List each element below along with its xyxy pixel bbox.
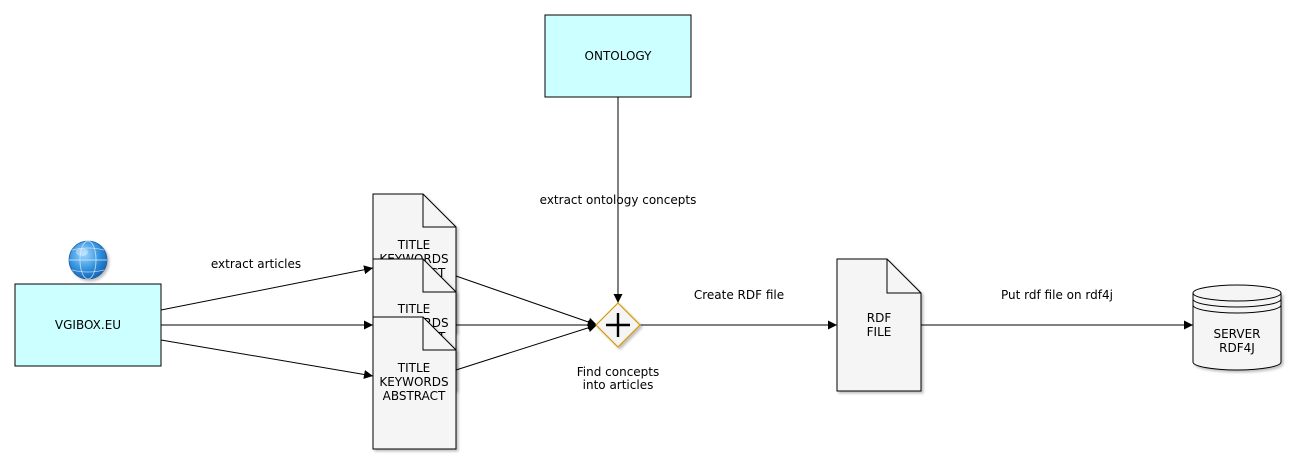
server-line-2: RDF4J <box>1219 341 1255 355</box>
vgibox-label: VGIBOX.EU <box>55 318 121 332</box>
edge-vgibox-to-doc1 <box>160 265 374 311</box>
globe-icon <box>68 240 108 280</box>
edge-doc3-to-gateway <box>455 323 598 371</box>
rdf-line-2: FILE <box>867 325 892 339</box>
vgibox-node: VGIBOX.EU <box>14 283 162 367</box>
label-extract-articles: extract articles <box>211 257 301 271</box>
label-put-rdf: Put rdf file on rdf4j <box>1001 288 1113 302</box>
edges <box>160 97 1193 379</box>
label-extract-ontology: extract ontology concepts <box>540 193 697 207</box>
edge-doc1-to-gateway <box>455 275 598 327</box>
doc3-line-title: TITLE <box>397 361 430 375</box>
ontology-label: ONTOLOGY <box>585 49 653 63</box>
rdf-file-node: RDF FILE <box>836 258 922 392</box>
doc3-line-abstract: ABSTRACT <box>383 389 446 403</box>
doc2-line-title: TITLE <box>397 302 430 316</box>
edge-vgibox-to-doc3 <box>160 339 374 379</box>
server-line-1: SERVER <box>1213 327 1260 341</box>
ontology-node: ONTOLOGY <box>544 14 692 98</box>
label-find-concepts-1: Find concepts <box>577 365 660 379</box>
doc3-line-keywords: KEYWORDS <box>379 375 448 389</box>
label-find-concepts-2: into articles <box>583 378 654 392</box>
doc1-line-title: TITLE <box>397 238 430 252</box>
document-node-3: TITLE KEYWORDS ABSTRACT <box>372 316 457 450</box>
parallel-gateway-icon <box>595 302 641 348</box>
rdf-line-1: RDF <box>867 311 892 325</box>
server-node: SERVER RDF4J <box>1192 284 1282 371</box>
label-create-rdf: Create RDF file <box>694 288 784 302</box>
